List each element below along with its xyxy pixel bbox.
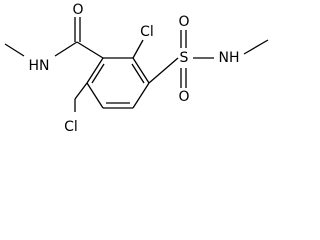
ring-double-bond-c2-c3 (131, 63, 145, 84)
amide-group (4, 17, 104, 59)
chemical-structure-diagram: O HN Cl Cl S O O NH (4, 2, 269, 135)
amide-nitrogen-label: HN (29, 58, 50, 74)
ring-double-bond-c6-c1 (91, 63, 105, 84)
bond-ring-chlorine-top (132, 39, 144, 59)
sulfur-label: S (180, 50, 189, 66)
ring-bond-c5-c6 (86, 82, 104, 109)
bond-carbonyl-nitrogen (54, 41, 78, 57)
sulfonyl-oxygen-top-label: O (178, 14, 189, 30)
bond-nitrogen-methyl (4, 43, 25, 57)
ring-bond-c3-c4 (132, 82, 150, 109)
bond-nitrogen-methyl-right (243, 39, 269, 55)
sulfonyl-oxygen-bottom-label: O (178, 89, 189, 105)
ring-bond-c2-c3 (132, 57, 150, 84)
chlorine-top-label: Cl (140, 24, 154, 40)
chlorine-bottom-label: Cl (64, 119, 78, 135)
sulfonamide-nitrogen-label: NH (219, 50, 240, 66)
sulfonamide-group (148, 30, 269, 88)
amide-oxygen-label: O (72, 2, 83, 18)
bond-ring-sulfur (148, 57, 179, 84)
benzene-ring (86, 57, 150, 109)
bond-ring-carbonyl-carbon (76, 41, 104, 59)
ring-bond-c6-c1 (86, 57, 104, 84)
bond-ring-chlorine-bottom (74, 82, 88, 100)
